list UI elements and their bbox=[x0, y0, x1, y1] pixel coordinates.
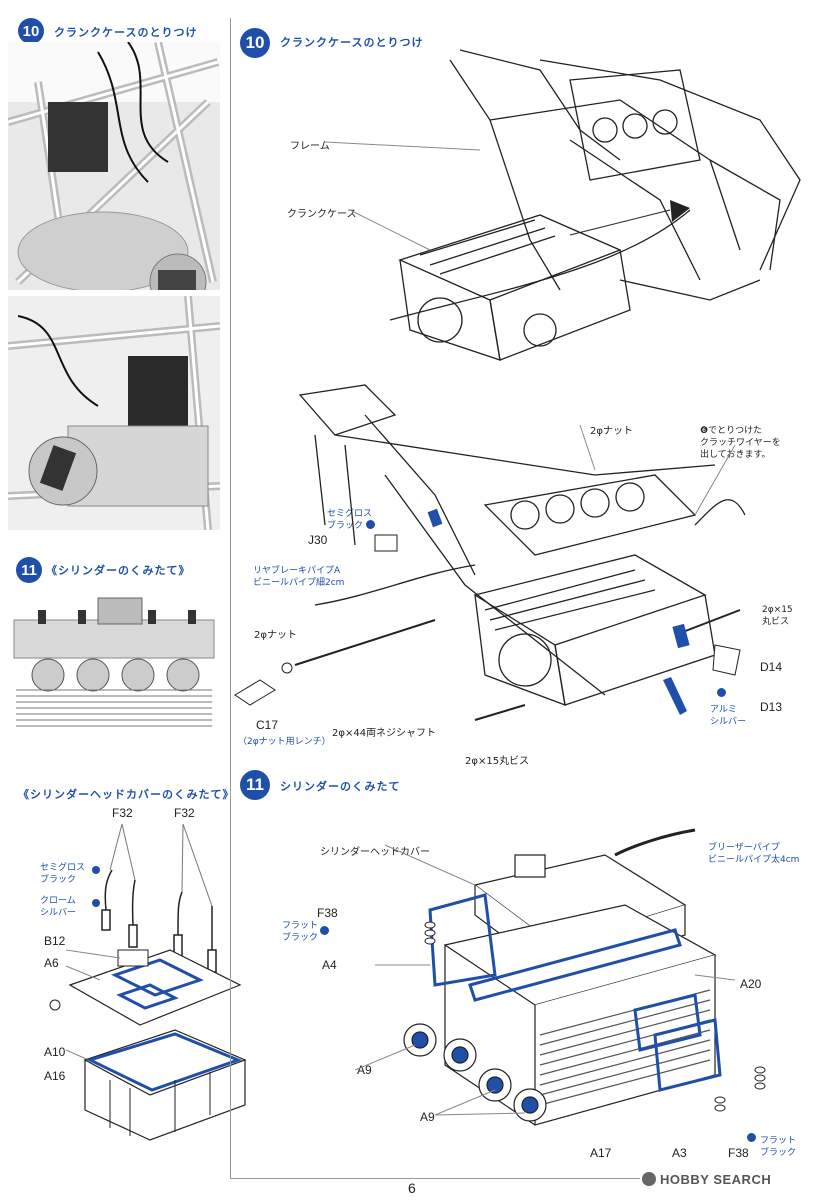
page-number: 6 bbox=[408, 1180, 416, 1196]
cylinder-assembly-diagram bbox=[354, 828, 766, 1126]
paint-chrome-silver: クローム シルバー bbox=[40, 896, 77, 918]
engine-mounting-diagram bbox=[234, 384, 746, 721]
label-head-cover: シリンダーヘッドカバー bbox=[320, 847, 430, 858]
step-10-badge-right: 10 bbox=[240, 28, 270, 58]
part-a20: A20 bbox=[740, 977, 762, 991]
paint-semigloss-black: セミグロス ブラック bbox=[40, 863, 86, 885]
step-10-title-right: クランクケースのとりつけ bbox=[280, 36, 424, 49]
paint-dot-icon bbox=[366, 520, 375, 529]
head-cover-diagram bbox=[49, 823, 247, 1141]
part-f32-b: F32 bbox=[174, 806, 195, 820]
step-11-badge-left: 11 bbox=[16, 557, 42, 583]
paint-semigloss-black-right: セミグロス ブラック bbox=[327, 509, 373, 531]
paint-aluminum-silver: アルミ シルバー bbox=[710, 705, 747, 727]
watermark: HOBBY SEARCH bbox=[660, 1172, 772, 1187]
step-11-badge-right: 11 bbox=[240, 770, 270, 800]
part-f32-a: F32 bbox=[112, 806, 133, 820]
label-shaft: 2φ×44両ネジシャフト bbox=[332, 728, 437, 739]
label-screw-15: 2φ×15 丸ビス bbox=[762, 605, 793, 627]
paint-flat-black-bottom: フラット ブラック bbox=[760, 1136, 797, 1158]
frame-photo-2-art bbox=[8, 296, 220, 530]
label-crankcase: クランクケース bbox=[287, 209, 357, 220]
cylinder-photo bbox=[8, 590, 220, 740]
part-a17: A17 bbox=[590, 1146, 612, 1160]
part-a6: A6 bbox=[44, 956, 59, 970]
frame-photo-2 bbox=[8, 296, 220, 530]
part-a9-a: A9 bbox=[357, 1063, 372, 1077]
paint-dot-icon bbox=[92, 866, 100, 874]
paint-dot-icon bbox=[717, 688, 726, 697]
part-d13: D13 bbox=[760, 700, 783, 714]
paint-flat-black-top: フラット ブラック bbox=[282, 921, 319, 943]
part-a10: A10 bbox=[44, 1045, 66, 1059]
part-f38-bottom: F38 bbox=[728, 1146, 749, 1160]
label-screw-bottom: 2φ×15丸ビス bbox=[465, 756, 530, 767]
clutch-wire-note: ❻でとりつけた クラッチワイヤーを 出しておきます。 bbox=[700, 426, 781, 460]
crankcase-frame-diagram bbox=[324, 49, 801, 361]
label-frame: フレーム bbox=[290, 141, 330, 152]
column-divider bbox=[230, 18, 231, 1178]
paint-dot-icon bbox=[92, 899, 100, 907]
part-d14: D14 bbox=[760, 660, 783, 674]
paint-dot-icon bbox=[747, 1133, 756, 1142]
hobby-search-logo-icon bbox=[642, 1172, 656, 1186]
step-10-title: クランクケースのとりつけ bbox=[54, 26, 198, 39]
label-nut-top: 2φナット bbox=[590, 426, 633, 437]
part-c17: C17 bbox=[256, 718, 279, 732]
part-a16: A16 bbox=[44, 1069, 66, 1083]
step-11-title-right: シリンダーのくみたて bbox=[280, 780, 401, 793]
part-f38-top: F38 bbox=[317, 906, 338, 920]
rear-brake-pipe-note: リヤブレーキパイプA ビニールパイプ細2cm bbox=[253, 566, 345, 588]
part-a9-b: A9 bbox=[420, 1110, 435, 1124]
head-cover-title: 《シリンダーヘッドカバーのくみたて》 bbox=[18, 788, 235, 801]
part-a4: A4 bbox=[322, 958, 337, 972]
part-j30: J30 bbox=[308, 533, 328, 547]
frame-photo-1 bbox=[8, 42, 220, 290]
step-11-title-left: 《シリンダーのくみたて》 bbox=[46, 564, 191, 577]
c17-wrench-note: （2φナット用レンチ） bbox=[238, 737, 331, 747]
bottom-border bbox=[230, 1178, 640, 1179]
part-a3: A3 bbox=[672, 1146, 687, 1160]
frame-photo-1-art bbox=[8, 42, 220, 290]
breather-pipe-note: ブリーザーパイプ ビニールパイプ太4cm bbox=[708, 843, 800, 865]
label-nut-left: 2φナット bbox=[254, 630, 297, 641]
step-10-badge: 10 bbox=[18, 18, 44, 44]
paint-dot-icon bbox=[320, 926, 329, 935]
cylinder-photo-art bbox=[13, 597, 215, 727]
part-b12: B12 bbox=[44, 934, 66, 948]
